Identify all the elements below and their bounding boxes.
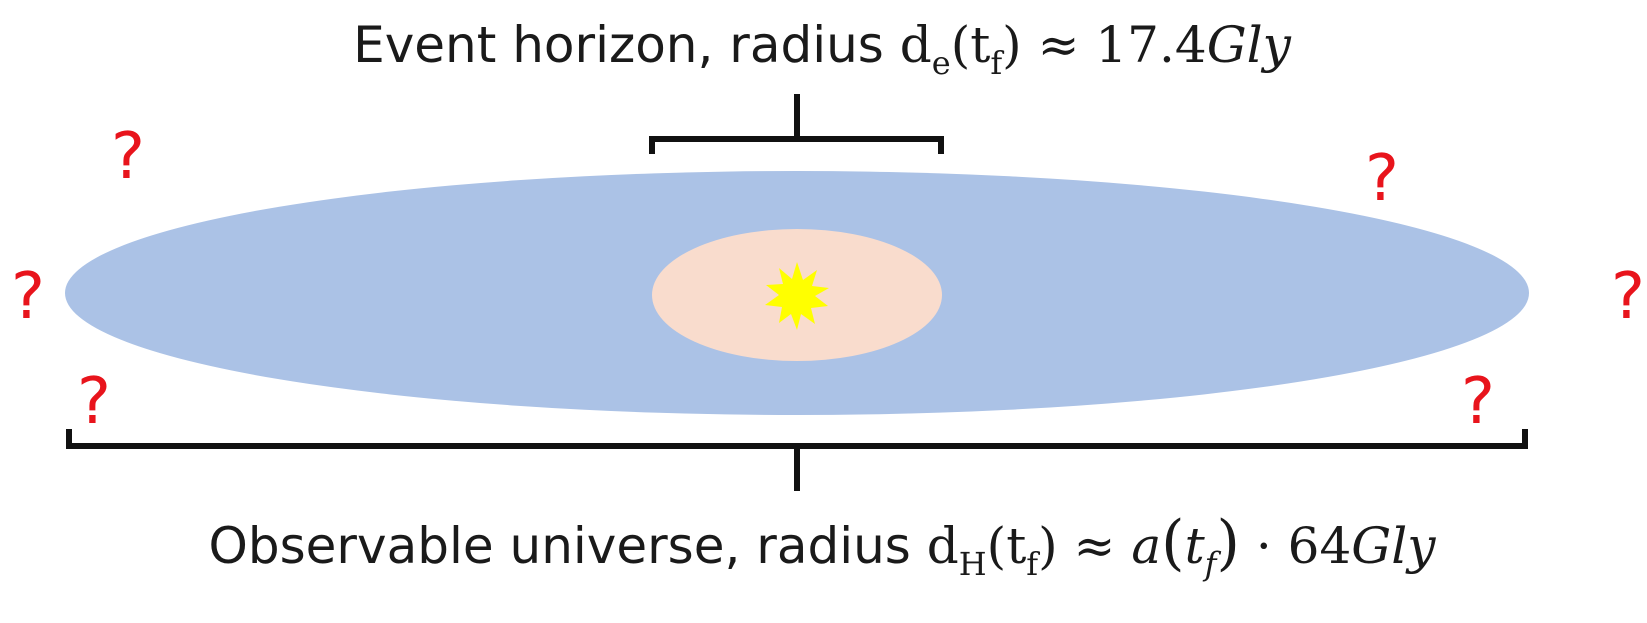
- question-mark-top-left: ?: [111, 120, 145, 194]
- question-mark-top-right: ?: [1365, 142, 1399, 216]
- event-horizon-label: Event horizon, radius de(tf) ≈ 17.4Gly: [353, 16, 1292, 82]
- question-mark-left: ?: [11, 260, 45, 334]
- question-mark-bottom-left: ?: [77, 365, 111, 439]
- star-icon: [765, 262, 829, 330]
- event-horizon-bracket: [649, 94, 944, 154]
- observable-universe-label: Observable universe, radius dH(tf) ≈ a(t…: [209, 508, 1437, 583]
- observable-universe-bracket: [66, 429, 1528, 491]
- question-mark-right: ?: [1611, 260, 1645, 334]
- question-mark-bottom-right: ?: [1461, 365, 1495, 439]
